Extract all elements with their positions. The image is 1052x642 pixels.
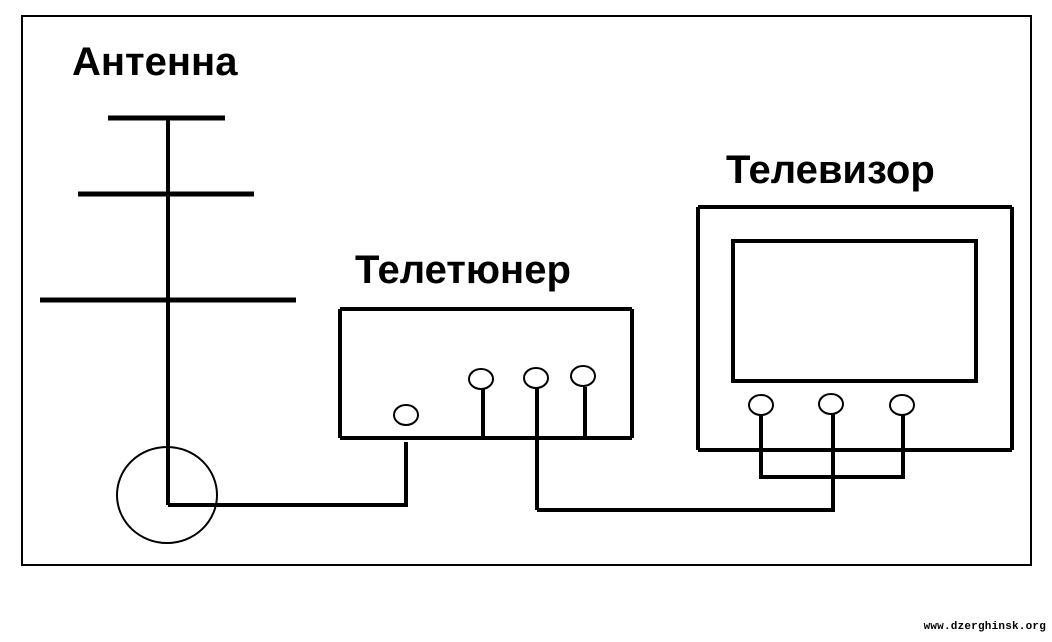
tuner-to-tv-cable [537, 412, 835, 512]
tuner-label: Телетюнер [355, 248, 571, 292]
tuner-output-jack-1 [468, 368, 494, 390]
tuner-output-jack-3 [570, 365, 596, 387]
outer-frame [21, 15, 1032, 566]
tv-body [696, 205, 1014, 452]
antenna-cable [168, 442, 408, 507]
tv-input-jack-2 [818, 393, 844, 415]
tv-label: Телевизор [726, 148, 935, 192]
tuner-antenna-input-jack [393, 404, 419, 426]
tuner-output-jack-2 [523, 367, 549, 389]
watermark: www.dzerghinsk.org [923, 621, 1046, 633]
antenna-label: Антенна [72, 40, 238, 84]
tv-input-jack-3 [889, 394, 915, 416]
antenna [40, 115, 296, 544]
tv-screen [731, 239, 978, 383]
antenna-base-circle [116, 446, 218, 544]
tv-input-jack-1 [748, 394, 774, 416]
